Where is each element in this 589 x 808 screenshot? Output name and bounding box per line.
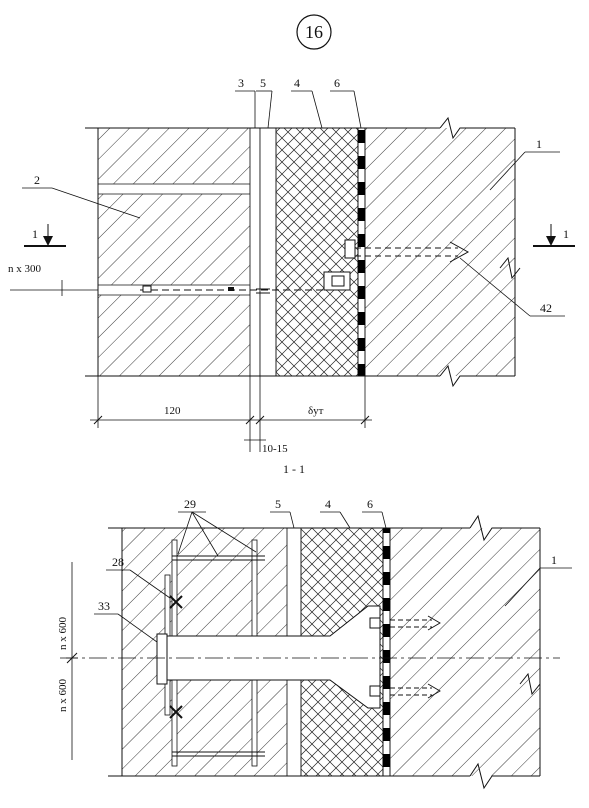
svg-text:3: 3	[238, 76, 244, 90]
brick-layer-left	[98, 128, 250, 376]
insulation-layer	[275, 127, 359, 377]
svg-text:1: 1	[551, 553, 557, 567]
break-mark-bottom-section	[469, 762, 540, 790]
vapour-barrier-strip	[357, 127, 366, 377]
anchor-bolt-lower	[390, 687, 432, 696]
svg-text:n x 300: n x 300	[8, 263, 42, 275]
callout-42: 42	[459, 257, 565, 317]
section-view: n x 600 n x 600 29 5 4 6 28	[57, 497, 572, 790]
break-mark-top-section	[469, 514, 540, 542]
svg-text:33: 33	[98, 599, 110, 613]
break-mark-right	[499, 256, 521, 280]
fastener-cross-upper	[169, 595, 183, 609]
dimension-line-top-view: 120 δут 10-15	[90, 376, 372, 455]
section-marker-right: 1	[533, 224, 575, 247]
callout-6: 6	[330, 76, 362, 129]
top-view: 1 1 n x 300 3 5 4	[8, 76, 575, 455]
section-title: 1 - 1	[283, 462, 305, 476]
break-mark-bottom	[439, 364, 515, 388]
mortar-joint-upper	[97, 183, 251, 195]
svg-text:6: 6	[367, 497, 373, 511]
vapour-barrier-section	[382, 527, 391, 777]
anchor-head	[344, 239, 356, 259]
callout-28: 28	[106, 555, 171, 599]
spacing-dimension-section: n x 600 n x 600	[57, 562, 78, 760]
membrane-layer	[259, 127, 277, 377]
svg-text:4: 4	[294, 76, 300, 90]
load-bearing-wall	[365, 128, 515, 376]
svg-text:28: 28	[112, 555, 124, 569]
callout-1-section: 1	[504, 553, 572, 607]
tie-plate	[156, 633, 168, 685]
callout-5: 5	[256, 76, 273, 129]
load-bearing-wall-section	[390, 528, 540, 776]
callout-3: 3	[235, 76, 256, 128]
svg-text:1: 1	[536, 137, 542, 151]
callout-29: 29	[177, 497, 257, 557]
svg-text:1: 1	[32, 227, 38, 241]
svg-text:5: 5	[275, 497, 281, 511]
dim-insulation-thickness: δут	[308, 405, 324, 417]
callout-4: 4	[291, 76, 323, 129]
svg-text:6: 6	[334, 76, 340, 90]
bracket	[323, 271, 351, 291]
svg-text:29: 29	[184, 497, 196, 511]
callout-5-section: 5	[270, 497, 295, 529]
anchor-bolt-upper	[390, 619, 432, 628]
callout-33: 33	[94, 599, 158, 643]
svg-text:4: 4	[325, 497, 331, 511]
break-mark-top	[439, 116, 515, 140]
dim-gap: 10-15	[262, 443, 288, 455]
svg-text:2: 2	[34, 173, 40, 187]
svg-text:n x 600: n x 600	[57, 617, 69, 651]
svg-text:n x 600: n x 600	[57, 679, 69, 713]
callout-6-section: 6	[362, 497, 387, 529]
callout-1: 1	[489, 137, 560, 191]
air-gap-layer	[249, 127, 261, 377]
svg-text:5: 5	[260, 76, 266, 90]
fastener-cross-lower	[169, 705, 183, 719]
page-number: 16	[305, 22, 323, 42]
section-marker-left: 1	[24, 224, 66, 247]
svg-text:1: 1	[563, 227, 569, 241]
dim-brick-thickness: 120	[164, 405, 181, 417]
svg-text:42: 42	[540, 301, 552, 315]
callout-2: 2	[22, 173, 141, 219]
tie-spacing-dimension: n x 300	[8, 263, 98, 296]
anchor-rod	[355, 247, 458, 257]
callout-4-section: 4	[320, 497, 351, 529]
horizontal-tie	[166, 605, 381, 709]
page-number-badge: 16	[296, 14, 332, 50]
